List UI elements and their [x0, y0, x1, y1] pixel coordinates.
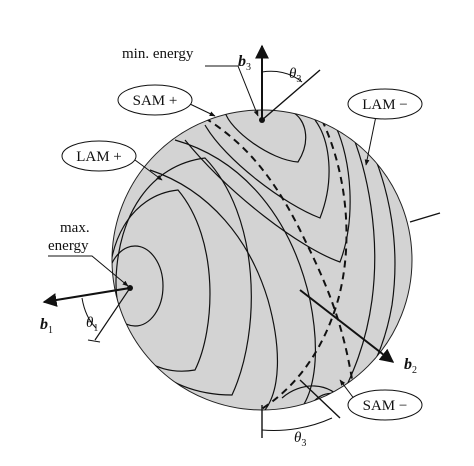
theta1-label: θ1	[86, 315, 98, 334]
sam-plus-oval	[117, 84, 193, 116]
theta3-top-arc	[261, 70, 303, 83]
max-energy-label-line1: max.	[60, 220, 90, 236]
right-axis-stub	[409, 212, 441, 223]
lam-minus-label: LAM −	[362, 97, 408, 113]
b2-axis	[299, 289, 395, 363]
contour-max-4	[149, 169, 279, 410]
contour-max-1	[112, 245, 164, 327]
leader-min-energy	[205, 65, 259, 117]
theta3-bottom-label: θ3	[294, 430, 306, 449]
min-energy-pole-dot	[259, 117, 265, 123]
lam-plus-label: LAM +	[76, 149, 122, 165]
sam-minus-label: SAM −	[363, 398, 408, 414]
contour-max-5	[174, 139, 316, 410]
leader-max-energy	[48, 255, 129, 287]
theta3-top-tilt-line	[261, 69, 321, 121]
leader-sam-plus	[189, 103, 216, 117]
b1-axis	[42, 287, 131, 307]
left-tick-b1	[87, 339, 101, 343]
b3-label: b3	[238, 53, 251, 73]
theta3-bottom-arc	[261, 417, 333, 431]
leader-lam-plus	[134, 159, 163, 181]
sphere	[111, 109, 413, 411]
separatrix-2	[259, 119, 348, 410]
separatrices	[204, 117, 356, 410]
lam-minus-oval	[347, 88, 423, 120]
max-energy-label-line2: energy	[48, 238, 89, 254]
separatrix-1	[204, 117, 356, 401]
theta1-tilt-line	[94, 287, 131, 341]
min-energy-label: min. energy	[122, 46, 194, 62]
b2-label: b2	[404, 356, 417, 376]
leader-lam-minus	[364, 115, 377, 166]
contour-min-1	[224, 111, 307, 163]
max-energy-pole-dot	[127, 285, 133, 291]
leader-sam-minus	[339, 379, 356, 401]
contour-min-2	[204, 119, 330, 219]
theta3-bottom-tilt-line	[299, 379, 341, 419]
contour-min-3	[184, 124, 351, 263]
lam-plus-oval	[61, 140, 137, 172]
b1-label: b1	[40, 316, 53, 336]
sam-plus-label: SAM +	[133, 93, 178, 109]
leader-lines	[48, 65, 377, 401]
theta1-arc	[81, 297, 97, 329]
theta3-top-label: θ3	[289, 66, 301, 85]
sam-minus-oval	[347, 389, 423, 421]
contour-right-1	[339, 117, 376, 401]
